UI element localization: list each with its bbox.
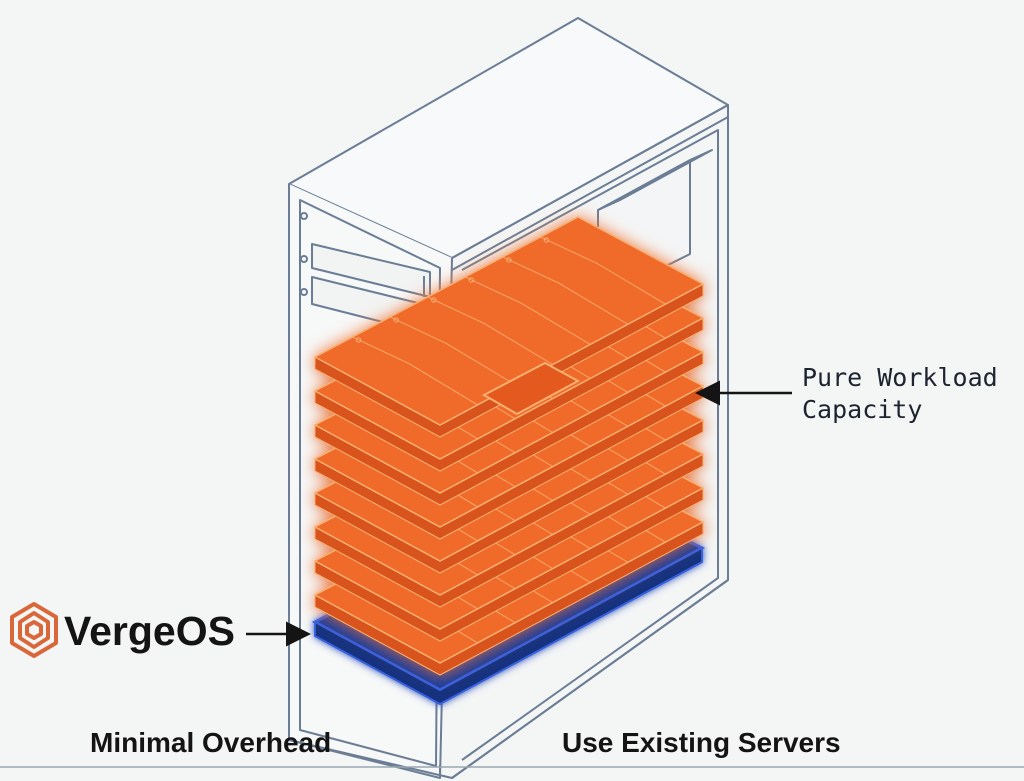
vergeos-hex-logo-icon bbox=[10, 602, 58, 658]
workload-label-line2: Capacity bbox=[802, 395, 922, 424]
caption-use-existing-servers: Use Existing Servers bbox=[562, 727, 841, 758]
circuit-board-stack bbox=[313, 216, 705, 676]
processor-chip bbox=[481, 361, 581, 416]
circuit-board-icon bbox=[313, 216, 705, 438]
caption-minimal-overhead: Minimal Overhead bbox=[90, 727, 331, 758]
vergeos-brand-text: VergeOS bbox=[64, 608, 235, 654]
workload-label-line1: Pure Workload bbox=[802, 363, 998, 392]
